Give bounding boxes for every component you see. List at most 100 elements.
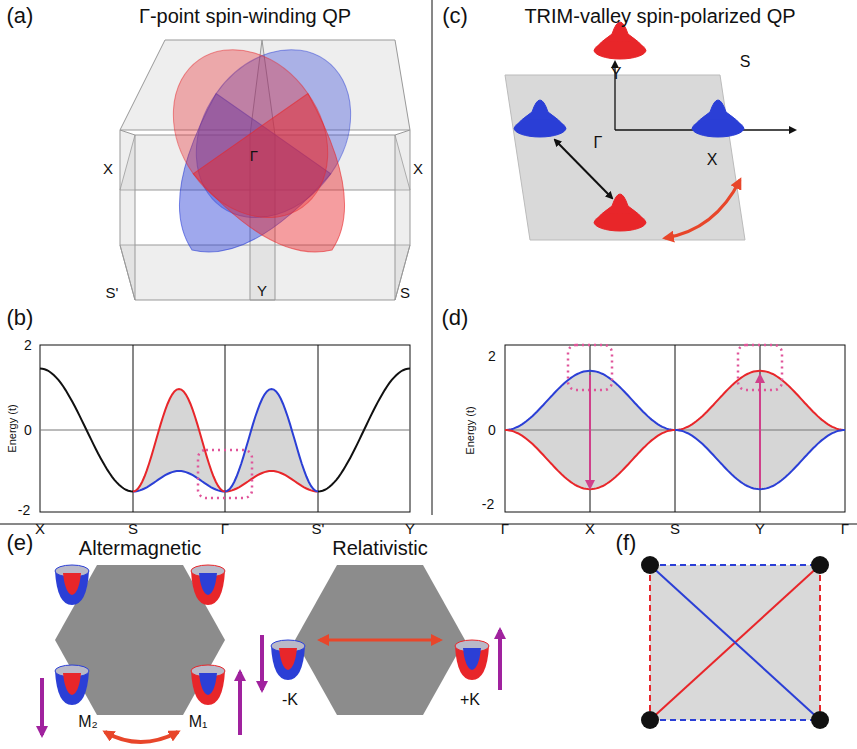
text-label: X (707, 152, 718, 168)
text-label: (b) (7, 307, 34, 329)
text-label: Y (257, 283, 267, 298)
hexagon-bz (295, 565, 465, 715)
plot-stroke (225, 389, 318, 492)
plot-stroke (40, 430, 410, 431)
plot-stroke (675, 371, 760, 430)
text-label: 0 (488, 423, 496, 437)
text-label: X (585, 521, 595, 536)
plot-stroke (505, 371, 590, 430)
valley-cups (55, 565, 489, 705)
text-label: 2 (488, 349, 496, 363)
text-label: (a) (7, 5, 34, 27)
cup-outer (271, 646, 305, 680)
spin-cone (142, 20, 390, 290)
text-label: (c) (442, 5, 468, 27)
plot-stroke (590, 430, 675, 489)
dome-base (514, 119, 566, 137)
rotation-arrow (665, 180, 740, 238)
text-label: (d) (442, 307, 469, 329)
spin-cones (135, 20, 390, 290)
text-label: S (400, 285, 410, 300)
valley-dome (594, 194, 646, 231)
cup-outer (55, 671, 89, 705)
scatter-arrow (555, 140, 612, 198)
valley-dome (692, 100, 744, 137)
text-label: (f) (616, 532, 637, 554)
text-label: -2 (482, 497, 494, 511)
cone-rim (142, 20, 360, 248)
plot-stroke (133, 345, 134, 512)
plot-stroke (225, 345, 226, 512)
band-plot-d (505, 345, 845, 512)
plot-stroke (225, 471, 318, 492)
text-label: Altermagnetic (79, 538, 201, 558)
spin-arrow (40, 678, 44, 735)
text-label: Energy (t) (464, 406, 475, 454)
text-label: Γ (841, 521, 849, 536)
transition-arrow (759, 375, 761, 488)
valley-domes (514, 22, 744, 231)
text-label: S (128, 521, 138, 536)
bz-plane (505, 75, 745, 240)
dome-base (594, 213, 646, 231)
cup-outer (55, 571, 89, 605)
plot-stroke (675, 430, 760, 489)
spin-cone (135, 20, 383, 290)
text-label: X (413, 161, 423, 176)
plot-stroke (133, 389, 225, 492)
cup-inner (199, 673, 217, 695)
cup-outer (191, 671, 225, 705)
text-label: M₁ (189, 714, 208, 730)
text-label: -2 (18, 503, 30, 517)
text-label: TRIM-valley spin-polarized QP (524, 6, 795, 26)
highlight-box (198, 450, 252, 498)
plot-stroke (318, 345, 319, 512)
text-label: (e) (7, 532, 34, 554)
text-label: S (670, 521, 680, 536)
text-label: S (740, 54, 751, 70)
text-label: Γ (221, 521, 229, 536)
cup-inner (63, 573, 81, 595)
text-label: -K (282, 692, 298, 708)
valley-dome (594, 22, 646, 59)
text-label: X (103, 161, 113, 176)
cup-outer (191, 571, 225, 605)
text-label: Γ-point spin-winding QP (139, 6, 351, 26)
plot-stroke (760, 430, 845, 489)
plot-stroke (505, 345, 845, 512)
text-label: 0 (24, 423, 32, 437)
spin-arrow (238, 672, 242, 735)
plot-stroke (133, 389, 225, 492)
coupling-arrow (105, 732, 178, 742)
text-label: Γ (501, 521, 509, 536)
plot-stroke (40, 369, 133, 492)
text-label: Γ (594, 135, 603, 151)
text-label: Relativistic (332, 538, 428, 558)
plot-stroke (133, 471, 225, 492)
text-label: M₂ (78, 714, 98, 730)
cup-inner (463, 648, 481, 670)
valley-dome (514, 100, 566, 137)
spin-arrow (260, 635, 264, 690)
cup-inner (279, 648, 297, 670)
text-label: Y (755, 521, 765, 536)
spin-arrow (498, 630, 502, 690)
plot-stroke (760, 371, 845, 430)
text-label: 2 (24, 338, 32, 352)
transition-arrow (589, 375, 591, 488)
text-label: X (35, 521, 45, 536)
plot-stroke (318, 369, 410, 492)
dome-base (594, 41, 646, 59)
cup-inner (63, 673, 81, 695)
plot-stroke (675, 345, 676, 512)
text-label: Energy (t) (7, 404, 18, 452)
coupling-arrow (320, 639, 440, 642)
text-label: Γ (250, 148, 258, 163)
text-label: Y (405, 521, 415, 536)
square-lattice (641, 556, 829, 729)
text-label: S' (106, 285, 119, 300)
hexagon-bz (55, 565, 225, 715)
band-plot-b (40, 345, 410, 512)
cup-outer (455, 646, 489, 680)
